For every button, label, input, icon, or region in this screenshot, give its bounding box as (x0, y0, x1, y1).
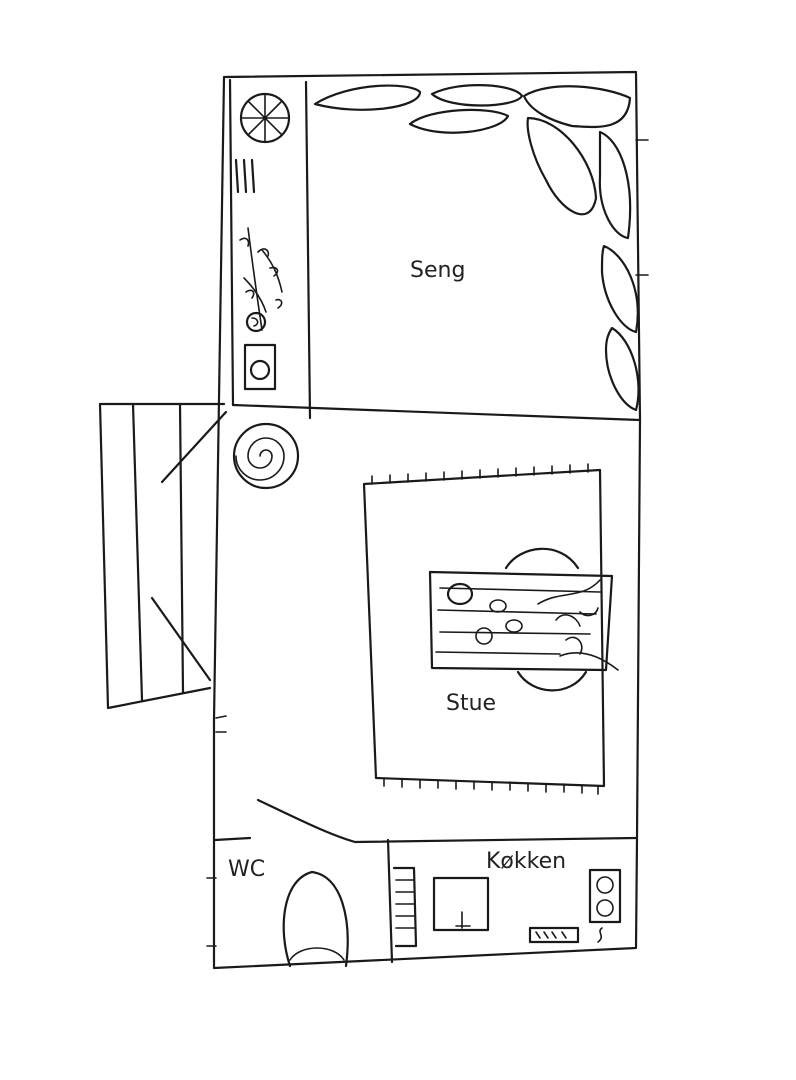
plant-pot-icon (232, 422, 300, 490)
plant-icon (239, 227, 283, 333)
room-label-living-room: Stue (446, 691, 496, 716)
fridge-icon (432, 876, 490, 932)
radiator-icon (234, 158, 256, 194)
bedroom: Seng (234, 84, 640, 412)
toilet-room: WC (228, 857, 349, 968)
interior-walls (206, 80, 649, 964)
coffee-table-icon (428, 547, 619, 692)
room-label-toilet: WC (228, 857, 265, 882)
room-label-kitchen: Køkken (486, 849, 566, 874)
stairs-icon (392, 866, 418, 948)
toilet-icon (282, 870, 349, 968)
cushion-icon (313, 84, 640, 412)
oven-icon (528, 926, 580, 944)
room-label-bedroom: Seng (410, 258, 465, 283)
living-room: Stue (232, 422, 619, 795)
rug-icon (362, 463, 606, 795)
kitchen: Køkken (392, 849, 622, 948)
fan-icon (239, 92, 291, 144)
stove-icon (588, 868, 622, 943)
balcony (98, 402, 228, 710)
outer-walls (212, 70, 642, 970)
washing-machine-icon (243, 343, 277, 391)
